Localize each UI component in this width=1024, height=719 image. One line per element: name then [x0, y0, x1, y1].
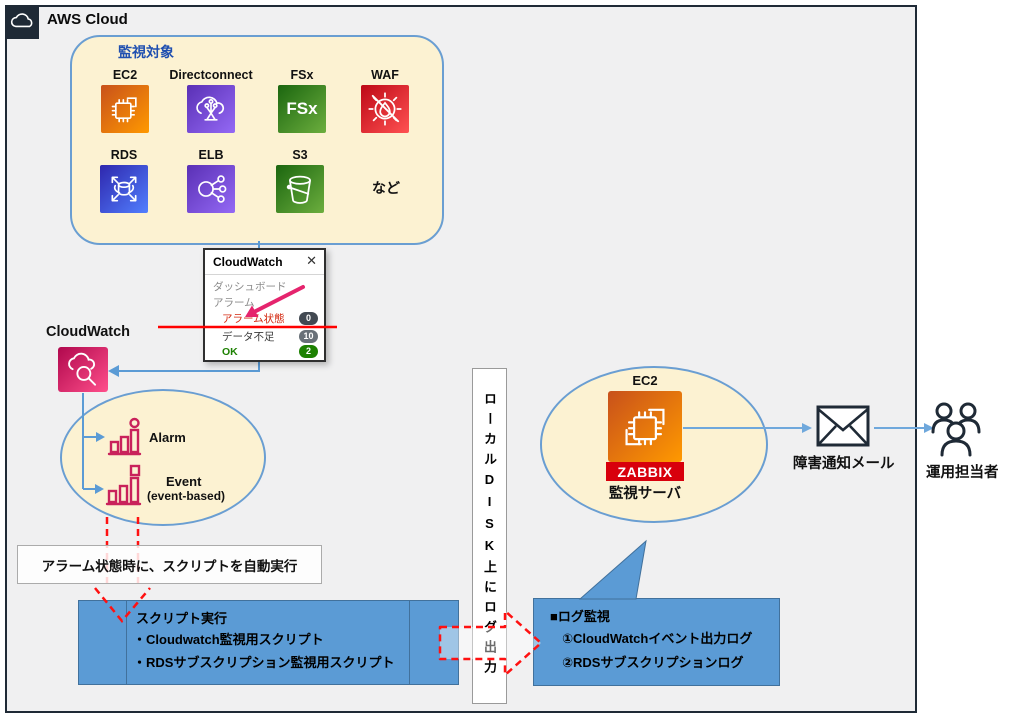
alarm-state-badge: 0 [299, 312, 318, 325]
popup-item-ok[interactable]: OK 2 [222, 345, 318, 358]
script-box-title: スクリプト実行 [136, 611, 228, 626]
s3-icon [276, 165, 324, 213]
service-s3: S3 [254, 148, 346, 213]
zabbix-ec2-label: EC2 [632, 373, 658, 388]
popup-item-insufficient-data[interactable]: データ不足 10 [222, 329, 318, 344]
fsx-label: FSx [290, 68, 314, 82]
disk-log-note-text: ローカルDISK上にログ出力 [482, 392, 497, 680]
disk-log-note-box: ローカルDISK上にログ出力 [472, 368, 507, 704]
alarm-event-ellipse [60, 389, 266, 526]
rds-icon [100, 165, 148, 213]
event-label: Event [166, 474, 202, 489]
cloudwatch-label: CloudWatch [46, 324, 131, 340]
zabbix-server-label: 監視サーバ [608, 486, 682, 502]
elb-icon [187, 165, 235, 213]
cloudwatch-popup-title: CloudWatch [213, 255, 283, 269]
fsx-icon-text: FSx [286, 99, 318, 118]
mail-icon [815, 404, 871, 453]
popup-item-alarm[interactable]: アラーム [213, 297, 255, 309]
waf-icon [361, 85, 409, 133]
rds-label: RDS [110, 148, 138, 162]
log-monitoring-box: ■ログ監視 ①CloudWatchイベント出力ログ ②RDSサブスクリプションロ… [533, 598, 780, 686]
aws-cloud-title: AWS Cloud [47, 11, 128, 28]
service-ec2: EC2 [79, 68, 171, 133]
script-box-divider-right [409, 601, 410, 684]
ok-badge: 2 [299, 345, 318, 358]
log-box-title: ■ログ監視 [550, 609, 610, 624]
script-item-1: ・Cloudwatch監視用スクリプト [133, 632, 324, 647]
alarm-chart-icon [106, 417, 144, 462]
event-chart-icon [104, 463, 144, 512]
popup-item-dashboard[interactable]: ダッシュボード [213, 281, 287, 293]
ec2-icon [101, 85, 149, 133]
log-item-1: ①CloudWatchイベント出力ログ [562, 631, 753, 646]
aws-cloud-icon [5, 5, 39, 39]
etc-label: など [372, 180, 400, 196]
service-fsx: FSx FSx [256, 68, 348, 133]
ec2-label: EC2 [112, 68, 138, 82]
log-item-2: ②RDSサブスクリプションログ [562, 655, 744, 670]
popup-item-alarm-state[interactable]: アラーム状態 0 [222, 311, 318, 326]
close-icon[interactable]: ✕ [306, 253, 317, 268]
service-directconnect: Directconnect [165, 68, 257, 133]
cloudwatch-icon [58, 347, 108, 392]
fsx-icon: FSx [278, 85, 326, 133]
auto-exec-note: アラーム状態時に、スクリプトを自動実行 [17, 545, 322, 584]
zabbix-ec2-icon [608, 391, 682, 462]
waf-label: WAF [371, 68, 399, 82]
monitoring-targets-title: 監視対象 [118, 44, 174, 60]
script-item-2: ・RDSサブスクリプション監視用スクリプト [133, 655, 395, 670]
s3-label: S3 [292, 148, 308, 162]
monitoring-targets-box [70, 35, 444, 245]
operator-group-icon [930, 400, 982, 463]
directconnect-label: Directconnect [169, 68, 253, 82]
script-box-divider-left [126, 601, 127, 684]
service-elb: ELB [165, 148, 257, 213]
service-rds: RDS [78, 148, 170, 213]
popup-divider [205, 274, 324, 275]
script-exec-box: スクリプト実行 ・Cloudwatch監視用スクリプト ・RDSサブスクリプショ… [78, 600, 459, 685]
cloudwatch-popup: CloudWatch ✕ ダッシュボード アラーム アラーム状態 0 データ不足… [203, 248, 326, 362]
zabbix-banner: ZABBIX [606, 462, 684, 481]
directconnect-icon [187, 85, 235, 133]
elb-label: ELB [198, 148, 224, 162]
insufficient-data-badge: 10 [299, 330, 318, 343]
event-sub-label: (event-based) [147, 489, 226, 503]
service-waf: WAF [339, 68, 431, 133]
operator-label: 運用担当者 [926, 465, 999, 481]
alarm-label: Alarm [149, 430, 186, 445]
mail-label: 障害通知メール [793, 456, 895, 472]
